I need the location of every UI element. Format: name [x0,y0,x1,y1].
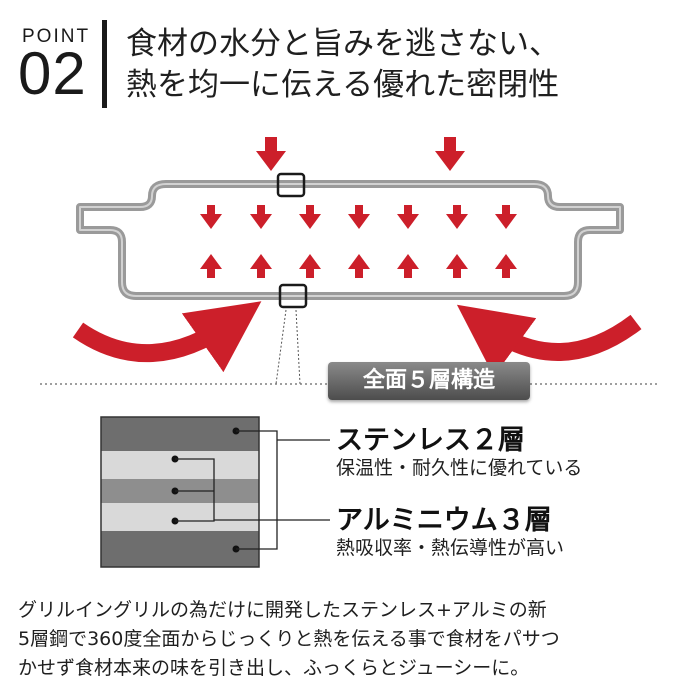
description-line-3: かせず食材本来の味を引き出し、ふっくらとジューシーに。 [18,657,530,679]
small-arrow-up-icon [299,254,321,278]
layer-aluminum-1 [101,451,259,479]
page-title: 食材の水分と旨みを逃さない、 熱を均一に伝える優れた密閉性 [126,24,560,106]
small-arrow-down-icon [495,205,517,229]
point-number: 02 [18,40,87,107]
curved-arrow-left [72,301,262,373]
description-line-2: 5層鋼で360度全面からじっくりと熱を伝える事で食材をパサつ [18,628,560,650]
small-arrow-down-icon [446,205,468,229]
small-arrow-up-icon [348,254,370,278]
small-arrow-down-icon [299,205,321,229]
pan-outline-inner [79,183,621,297]
curved-arrow-right [456,304,642,377]
big-arrow-down-left [256,137,286,171]
title-line-2: 熱を均一に伝える優れた密閉性 [126,67,560,103]
small-arrow-up-icon [200,254,222,278]
aluminum-layer-title: アルミニウム３層 [336,505,552,536]
small-arrow-down-icon [348,205,370,229]
pan-outline [76,180,624,300]
heat-arrows-down [200,205,517,229]
small-arrow-up-icon [495,254,517,278]
small-arrow-down-icon [250,205,272,229]
small-arrow-down-icon [397,205,419,229]
stainless-layer-description: 保温性・耐久性に優れている [336,457,583,479]
point-label: POINT [22,26,91,47]
layer-aluminum-2 [101,503,259,531]
description-line-1: グリルイングリルの為だけに開発したステンレス+アルミの新 [18,599,547,621]
title-divider [102,20,107,108]
callout-box-bottom [278,283,308,309]
layer-connectors [175,430,330,550]
heat-arrows-up [200,254,517,278]
small-arrow-down-icon [200,205,222,229]
callout-leader [275,309,301,385]
stainless-layer-title: ステンレス２層 [336,425,525,456]
layer-block [100,416,260,568]
small-arrow-up-icon [397,254,419,278]
small-arrow-up-icon [250,254,272,278]
structure-badge: 全面５層構造 [328,362,530,400]
layer-stainless-top [101,417,259,451]
grill-pan-cross-section [76,180,624,300]
layer-block-border [100,416,260,568]
description-text: グリルイングリルの為だけに開発したステンレス+アルミの新 5層鋼で360度全面か… [18,596,686,683]
callout-box-top [276,172,306,198]
aluminum-layer-description: 熱吸収率・熱伝導性が高い [336,537,565,559]
title-line-1: 食材の水分と旨みを逃さない、 [126,26,560,62]
small-arrow-up-icon [446,254,468,278]
big-arrow-down-right [435,137,465,171]
